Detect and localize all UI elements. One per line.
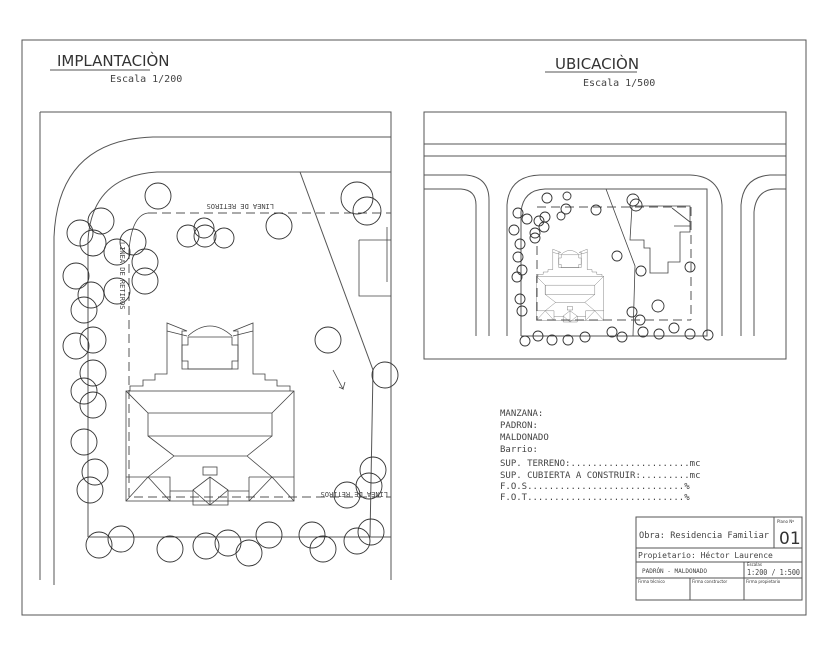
trees-small [508,191,714,347]
escalas-value: 1:200 / 1:500 [747,568,800,577]
firma-tecnico: Firma técnico [638,579,665,584]
propietario-label: Propietario: Héctor Laurence [638,550,773,560]
setback-label-left: LINEA DE RETIROS [118,242,126,309]
departamento-label: MALDONADO [500,433,549,443]
implantacion-plan: LINEA DE RETIROS LINEA DE RETIROS LINEA … [39,111,399,585]
plano-label: Plano Nº [777,519,794,524]
ubicacion-scale: Escala 1/500 [583,78,655,89]
north-arrow-icon [332,369,346,390]
sup-terreno: SUP. TERRENO:......................mc [500,459,700,469]
sheet-border [21,39,807,616]
fos: F.O.S.............................% [500,482,690,492]
ubicacion-title: UBICACIÒN [555,54,639,73]
ubicacion-plan [423,111,787,360]
sup-cubierta: SUP. CUBIERTA A CONSTRUIR:.........mc [500,471,700,481]
manzana-label: MANZANA: [500,409,543,419]
implantacion-scale: Escala 1/200 [110,74,182,85]
title-block: Obra: Residencia Familiar Plano Nº 01 Pr… [635,516,803,601]
setback-label-bottom: LINEA DE RETIROS [321,490,388,498]
obra-label: Obra: Residencia Familiar [639,531,770,541]
firma-constructor: Firma constructor [692,579,728,584]
fot: F.O.T.............................% [500,493,690,503]
barrio-label: Barrio: [500,445,538,455]
escalas-label: Escalas [747,562,762,567]
firma-propietario: Firma propietario [746,579,781,584]
implantacion-title: IMPLANTACIÒN [57,51,170,70]
setback-label-top: LINEA DE RETIROS [207,202,274,210]
house-roof-plan [125,322,295,506]
padron-label: PADRON: [500,421,538,431]
trees [62,181,399,567]
plano-number: 01 [779,529,801,549]
lot-info: MANZANA: PADRON: MALDONADO Barrio: SUP. … [500,409,700,503]
location-label: PADRÓN - MALDONADO [642,568,707,575]
